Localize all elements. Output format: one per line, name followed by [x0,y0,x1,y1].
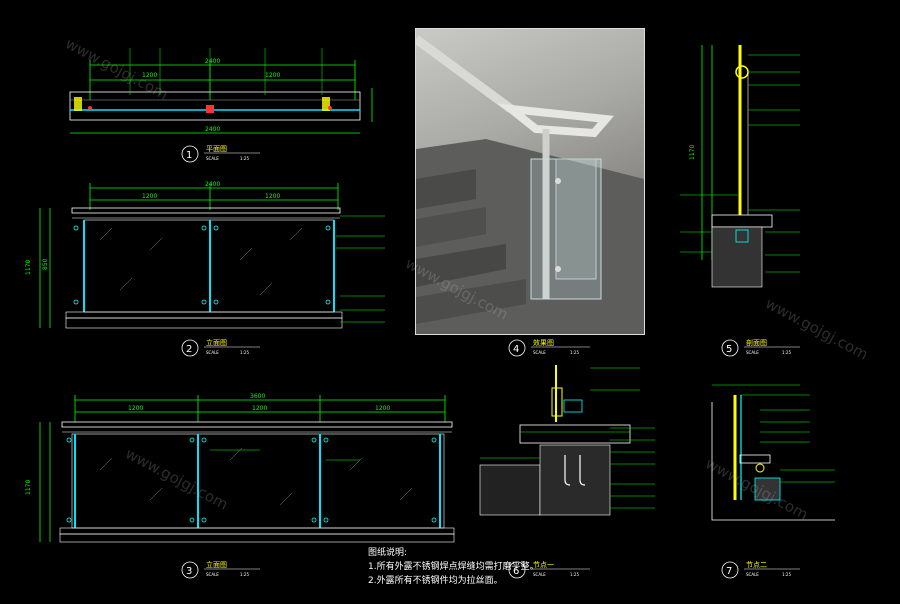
dim-text: 1170 [25,260,32,275]
scale-label: SCALE [206,572,219,577]
view-number-circle [508,339,526,357]
scale-label: SCALE [746,572,759,577]
scale-label: SCALE [533,572,546,577]
dim-text: 1170 [25,480,32,495]
view-title: 立面图 [206,560,227,569]
view-6-detail: 6 节点一 SCALE 1:25 [479,365,655,579]
view-number: 7 [726,566,732,577]
view-number: 1 [186,150,192,161]
notes-line-1: 1.所有外露不锈钢焊点焊缝均需打磨平整。 [368,562,539,572]
dim-text: 2400 [205,58,220,65]
view-number: 5 [726,344,732,355]
dim-text: 1200 [142,193,157,200]
view-title: 效果图 [533,338,554,347]
view-number-circle [721,561,739,579]
view-number-circle [181,339,199,357]
dim-text: 1200 [252,405,267,412]
dim-text: 850 [42,258,49,270]
scale-value: 1:25 [782,572,791,577]
scale-value: 1:25 [782,350,791,355]
view-4-label: 4 效果图 SCALE 1:25 [508,338,590,357]
scale-label: SCALE [533,350,546,355]
dim-text: 1200 [128,405,143,412]
dim-text: 1200 [265,193,280,200]
view-title: 立面图 [206,338,227,347]
view-title: 节点一 [533,561,554,569]
view-number: 3 [186,566,192,577]
view-title: 剖面图 [746,338,767,347]
scale-value: 1:25 [570,350,579,355]
scale-value: 1:25 [240,572,249,577]
reference-photo [415,28,645,335]
view-2-elevation: 2400 1200 1200 1170 850 [25,181,385,357]
view-number-circle [508,561,526,579]
view-title: 节点二 [746,561,767,569]
view-number-circle [721,339,739,357]
scale-label: SCALE [206,156,219,161]
dim-text: 2400 [205,126,220,133]
view-5-section: 1170 5 剖面图 SCALE 1:25 [680,45,800,357]
scale-value: 1:25 [240,156,249,161]
view-3-elevation: 3600 1200 1200 1200 1170 [25,393,455,579]
railing-photo-illustration [416,35,644,334]
view-7-detail: 7 节点二 SCALE 1:25 [711,384,835,579]
view-1-plan: 2400 1200 1200 2400 1 平面图 SCALE 1:25 [69,48,373,163]
view-number: 2 [186,344,192,355]
scale-label: SCALE [746,350,759,355]
scale-value: 1:25 [570,572,579,577]
dim-text: 1200 [265,72,280,79]
drawing-notes: 图纸说明: 1.所有外露不锈钢焊点焊缝均需打磨平整。 2.外露所有不锈钢件均为拉… [368,546,539,588]
scale-label: SCALE [206,350,219,355]
view-number-circle [181,561,199,579]
dim-text: 3600 [250,393,265,400]
view-number: 6 [513,566,519,577]
view-number-circle [181,145,199,163]
notes-line-2: 2.外露所有不锈钢件均为拉丝面。 [368,576,503,586]
notes-heading: 图纸说明: [368,548,408,558]
view-title: 平面图 [206,145,227,153]
scale-value: 1:25 [240,350,249,355]
dim-text: 2400 [205,181,220,188]
dim-text: 1170 [689,145,696,160]
dim-text: 1200 [375,405,390,412]
dim-text: 1200 [142,72,157,79]
view-number: 4 [513,344,519,355]
